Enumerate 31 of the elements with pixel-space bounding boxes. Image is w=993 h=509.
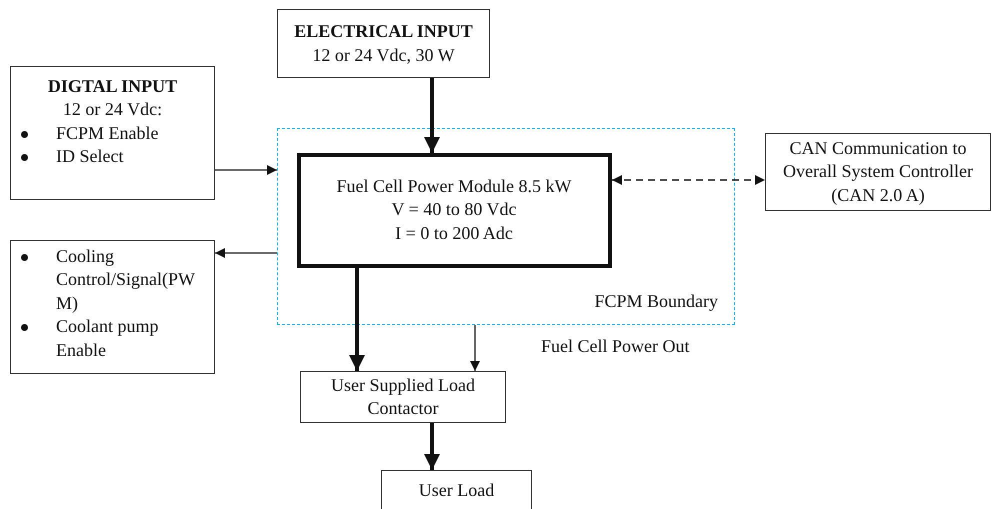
boundary-label: FCPM Boundary xyxy=(594,291,718,312)
box-text: User Supplied Load Contactor xyxy=(330,374,476,420)
process-box xyxy=(10,66,215,200)
arrow xyxy=(612,175,765,185)
arrow xyxy=(349,268,365,371)
box-text: 12 or 24 Vdc, 30 W xyxy=(311,44,456,66)
arrow xyxy=(424,78,440,153)
boundary-frame xyxy=(277,128,735,325)
note-label: Fuel Cell Power Out xyxy=(541,336,690,357)
list-item: FCPM Enable xyxy=(56,122,159,145)
box-heading: DIGTAL INPUT xyxy=(46,75,178,98)
box-heading: ELECTRICAL INPUT xyxy=(293,20,474,44)
list-item: ID Select xyxy=(56,145,124,168)
arrow xyxy=(215,165,277,175)
arrow xyxy=(215,248,277,258)
box-text: 12 or 24 Vdc: xyxy=(62,98,164,122)
box-text: CAN Communication to Overall System Controller (CAN 2.0 A) xyxy=(782,136,974,207)
process-box xyxy=(300,371,506,423)
box-text: V = 40 to 80 Vdc xyxy=(390,198,518,222)
process-box xyxy=(10,240,215,374)
list-item: Coolant pump Enable xyxy=(56,315,160,362)
process-box xyxy=(296,152,612,268)
box-text: Fuel Cell Power Module 8.5 kW xyxy=(336,174,572,198)
list-item: Cooling Control/Signal(PWM) xyxy=(56,245,196,315)
process-box xyxy=(277,9,490,78)
process-box xyxy=(765,133,991,211)
process-box xyxy=(381,470,532,509)
arrow xyxy=(470,325,480,371)
box-text: I = 0 to 200 Adc xyxy=(394,222,514,245)
arrow xyxy=(424,423,440,470)
box-text: User Load xyxy=(418,479,496,502)
